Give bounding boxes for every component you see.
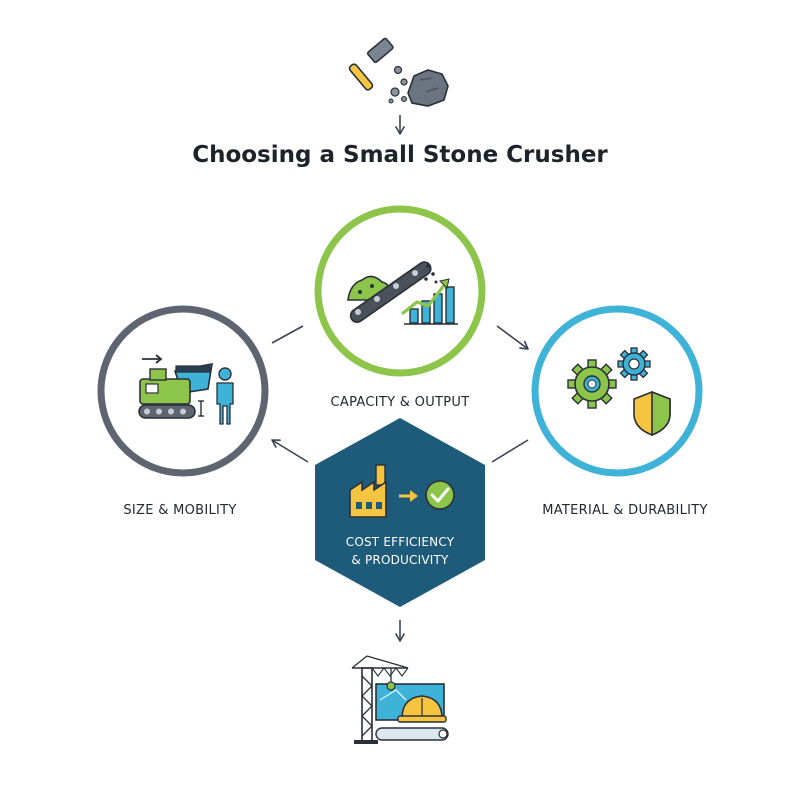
capacity-output-label: CAPACITY & OUTPUT — [330, 395, 470, 410]
material-durability-label: MATERIAL & DURABILITY — [542, 503, 708, 518]
connector-size-to-capacity — [271, 325, 304, 344]
connector-material-to-cost — [491, 439, 529, 463]
compact-crusher-worker-icon — [138, 354, 234, 425]
cost-efficiency-label: COST EFFICIENCY & PRODUCIVITY — [300, 533, 500, 569]
hammer-rock-icon — [348, 37, 449, 107]
arrow-capacity-to-material — [496, 325, 529, 350]
size-mobility-label: SIZE & MOBILITY — [123, 503, 237, 518]
crane-helmet-icon — [351, 655, 449, 744]
cost-label-line-2: & PRODUCIVITY — [351, 553, 449, 567]
conveyor-growth-chart-icon — [347, 261, 458, 325]
diagram-title: Choosing a Small Stone Crusher — [192, 142, 608, 168]
cost-hexagon — [315, 418, 485, 607]
cost-label-line-1: COST EFFICIENCY — [345, 535, 455, 549]
arrow-cost-to-size — [271, 439, 309, 463]
material-ring — [531, 305, 703, 477]
gears-shield-icon — [567, 347, 671, 437]
factory-to-checkmark-icon — [349, 464, 455, 518]
